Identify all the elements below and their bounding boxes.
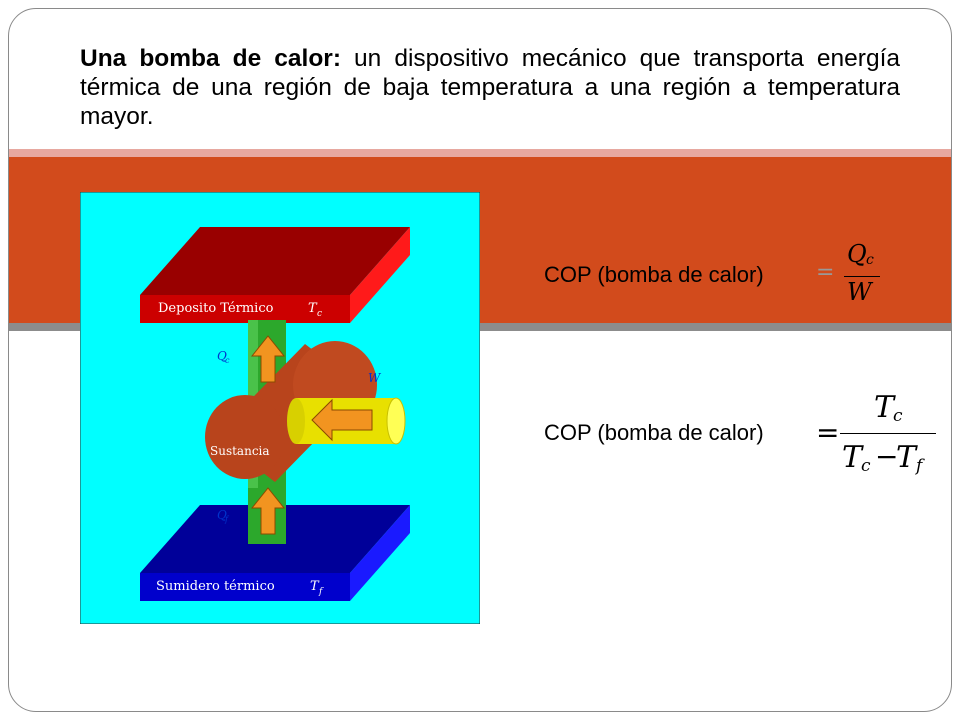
heat-pump-diagram: Deposito Térmico T c Sumidero térmico T …: [80, 192, 480, 624]
hot-temp-subscript: c: [317, 309, 322, 319]
f1-fraction-bar: [844, 276, 880, 277]
q-hot-subscript: c: [225, 356, 230, 365]
heat-arrow-cold: [250, 487, 286, 535]
title-bold: Una bomba de calor:: [80, 45, 342, 72]
hot-reservoir-top: [140, 227, 410, 295]
q-cold-subscript: f: [224, 515, 230, 524]
cop-formula-2: COP (bomba de calor) = T c T c − T f: [544, 390, 944, 490]
f2-fraction-bar: [840, 433, 936, 434]
work-symbol: W: [368, 371, 382, 385]
equals-sign-2: =: [816, 416, 840, 449]
equals-sign-1: =: [816, 260, 835, 285]
f2-denominator-a-sub: c: [861, 456, 871, 476]
cold-reservoir-label: Sumidero térmico: [156, 579, 275, 594]
cold-temp-subscript: f: [318, 587, 324, 597]
hot-temp-symbol: T: [308, 301, 318, 316]
cop-label-1: COP (bomba de calor): [544, 262, 764, 287]
hot-reservoir-side: [350, 227, 410, 323]
cop-formula-1: COP (bomba de calor) = Q c W: [544, 240, 904, 320]
slide-title: Una bomba de calor: un dispositivo mecán…: [80, 44, 900, 131]
cold-temp-symbol: T: [310, 579, 320, 594]
f2-numerator: T: [874, 390, 895, 425]
f2-minus: −: [875, 440, 899, 473]
q-hot-symbol: Q: [217, 349, 227, 363]
f2-denominator-b-sub: f: [916, 456, 923, 476]
f2-denominator-b: T: [896, 440, 917, 475]
substance-label: Sustancia: [210, 444, 270, 458]
hot-reservoir-label: Deposito Térmico: [158, 301, 274, 316]
cop-label-2: COP (bomba de calor): [544, 420, 764, 445]
title-rest: un dispositivo mecánico que transporta e…: [80, 45, 900, 130]
f1-numerator: Q: [847, 240, 867, 268]
f1-denominator: W: [847, 278, 872, 306]
cold-reservoir-side: [350, 505, 410, 601]
heat-arrow-hot: [250, 335, 286, 383]
work-arrow: [311, 398, 373, 442]
band-top-stripe: [9, 149, 951, 157]
f2-denominator-a: T: [842, 440, 863, 475]
f1-numerator-sub: c: [866, 252, 874, 268]
band-bottom-stripe: [9, 323, 951, 331]
cold-reservoir-front: [140, 573, 350, 601]
f2-numerator-sub: c: [893, 406, 903, 426]
q-cold-symbol: Q: [217, 508, 227, 522]
hot-reservoir-front: [140, 295, 350, 323]
